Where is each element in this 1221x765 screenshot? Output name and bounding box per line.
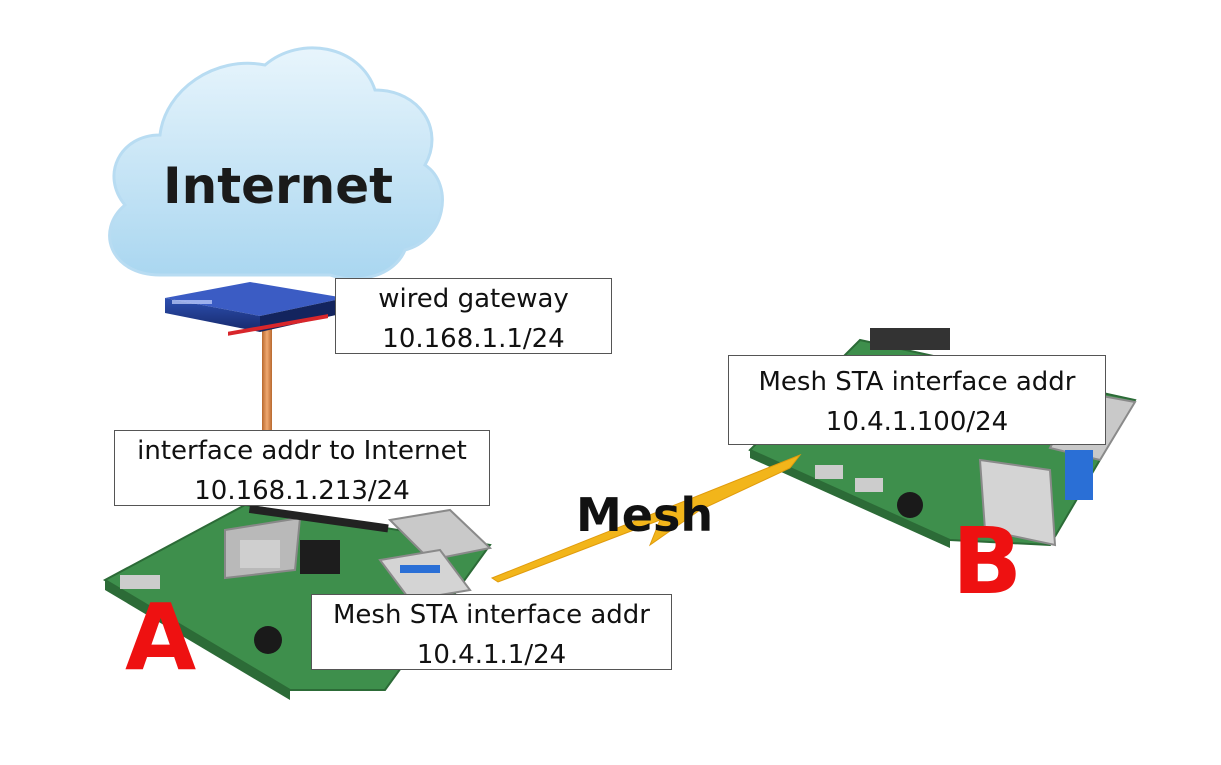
ethernet-cable xyxy=(262,325,272,435)
gateway-name: wired gateway xyxy=(378,284,569,314)
gateway-addr: 10.168.1.1/24 xyxy=(382,324,565,354)
node-a-uplink-label: interface addr to Internet xyxy=(137,436,467,466)
node-b-mesh-label: Mesh STA interface addr xyxy=(758,367,1076,397)
node-a-uplink-label-box: interface addr to Internet 10.168.1.213/… xyxy=(114,430,490,506)
mesh-link-bolt-icon xyxy=(490,453,802,583)
mesh-link-label: Mesh xyxy=(576,488,714,542)
node-a-uplink-addr: 10.168.1.213/24 xyxy=(194,476,410,506)
node-a-mesh-addr: 10.4.1.1/24 xyxy=(416,640,567,670)
node-a-letter: A xyxy=(125,584,197,691)
node-b-mesh-addr: 10.4.1.100/24 xyxy=(825,407,1009,437)
node-b-letter: B xyxy=(952,508,1023,615)
router-icon xyxy=(165,282,345,336)
gateway-label-box: wired gateway 10.168.1.1/24 xyxy=(335,278,612,354)
internet-cloud-icon xyxy=(108,46,444,281)
node-b-mesh-label-box: Mesh STA interface addr 10.4.1.100/24 xyxy=(728,355,1106,445)
internet-label: Internet xyxy=(163,157,394,215)
node-a-mesh-label-box: Mesh STA interface addr 10.4.1.1/24 xyxy=(311,594,672,670)
node-a-mesh-label: Mesh STA interface addr xyxy=(333,600,650,630)
